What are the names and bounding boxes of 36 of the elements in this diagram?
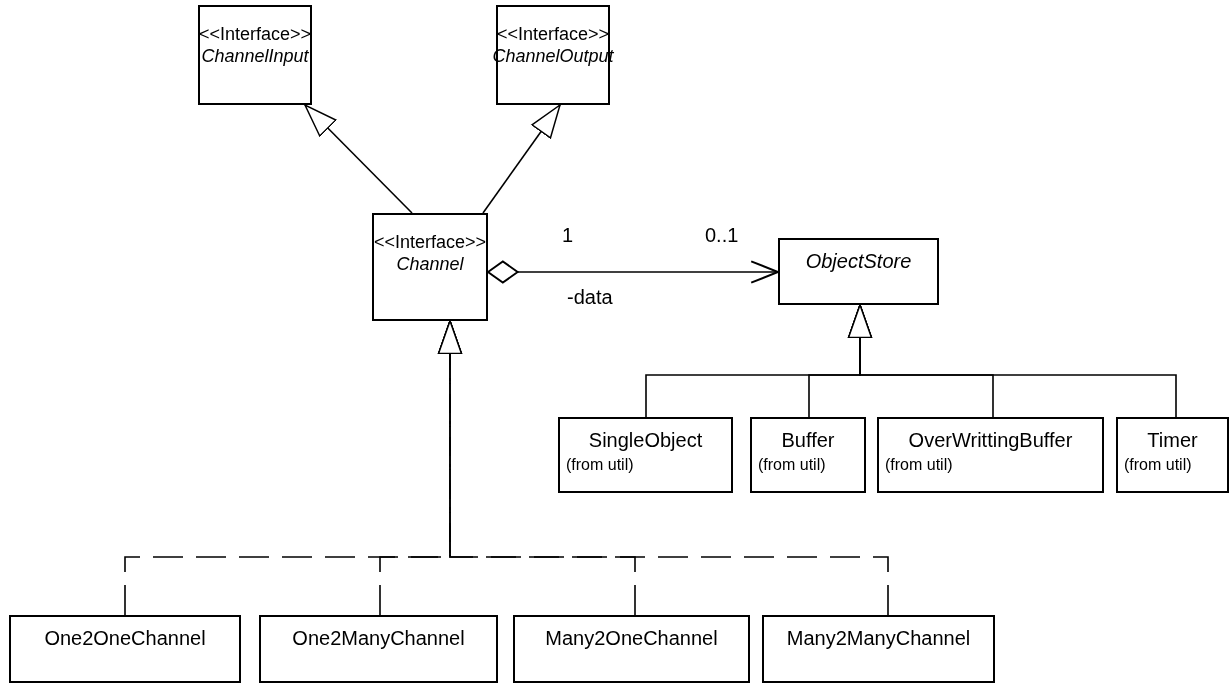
inheritance-arrow bbox=[847, 304, 1177, 418]
class-box bbox=[558, 417, 733, 493]
class-box bbox=[877, 417, 1104, 493]
class-name: One2ManyChannel bbox=[292, 626, 465, 651]
class-box bbox=[259, 615, 498, 683]
class-name: Many2ManyChannel bbox=[786, 626, 971, 651]
class-box bbox=[1116, 417, 1229, 493]
class-box bbox=[750, 417, 866, 493]
package-note: (from util) bbox=[1123, 455, 1192, 475]
multiplicity-label: 1 bbox=[562, 224, 574, 247]
class-name: Channel bbox=[396, 253, 464, 275]
class-box bbox=[513, 615, 750, 683]
stereotype-label: <<Interface>> bbox=[198, 23, 312, 45]
class-name: One2OneChannel bbox=[44, 626, 206, 651]
interface-box bbox=[198, 5, 312, 105]
class-name: SingleObject bbox=[588, 428, 703, 453]
class-box bbox=[762, 615, 995, 683]
stereotype-label: <<Interface>> bbox=[496, 23, 610, 45]
realization-arrow bbox=[437, 320, 889, 616]
stereotype-label: <<Interface>> bbox=[373, 231, 487, 253]
inheritance-arrow bbox=[482, 104, 561, 214]
aggregation-arrow bbox=[487, 260, 779, 284]
interface-box bbox=[372, 213, 488, 321]
class-name: Buffer bbox=[781, 428, 835, 453]
class-name: Many2OneChannel bbox=[545, 626, 718, 651]
class-name: ObjectStore bbox=[805, 249, 912, 274]
class-box bbox=[9, 615, 241, 683]
multiplicity-label: 0..1 bbox=[705, 224, 739, 247]
class-name: ChannelInput bbox=[201, 45, 309, 67]
package-note: (from util) bbox=[565, 455, 634, 475]
class-name: Timer bbox=[1147, 428, 1198, 453]
package-note: (from util) bbox=[884, 455, 953, 475]
inheritance-arrow bbox=[304, 104, 413, 214]
package-note: (from util) bbox=[757, 455, 826, 475]
class-box bbox=[778, 238, 939, 305]
class-name: OverWrittingBuffer bbox=[908, 428, 1073, 453]
